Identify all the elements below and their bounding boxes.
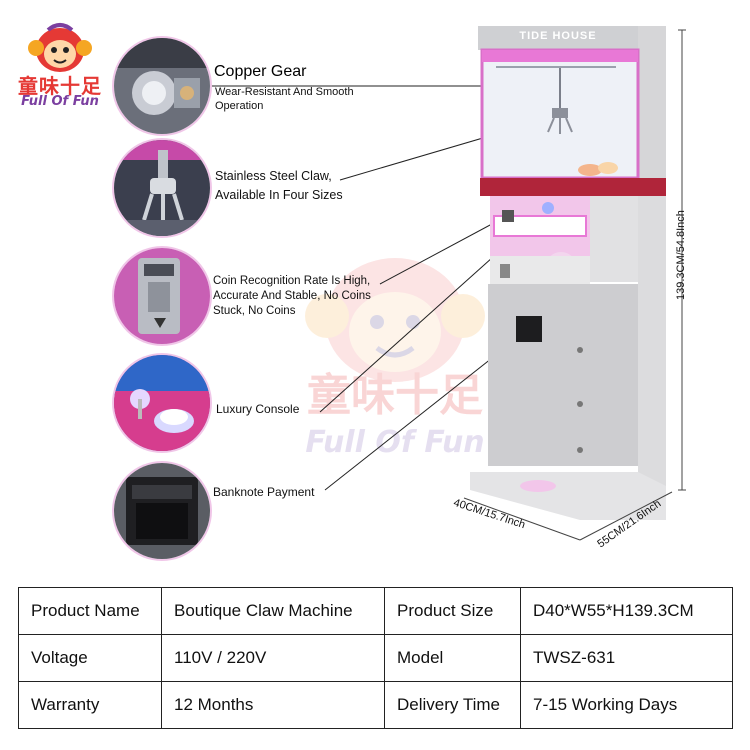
- spec-value: TWSZ-631: [520, 634, 733, 682]
- feature-text-banknote-payment: Banknote Payment: [213, 485, 315, 499]
- console-photo: [114, 355, 210, 451]
- table-row: Voltage 110V / 220V Model TWSZ-631: [18, 634, 733, 682]
- feature-text-coin-recognition: Coin Recognition Rate Is High, Accurate …: [213, 275, 371, 317]
- spec-label: Warranty: [18, 681, 162, 729]
- feature-subtitle-copper-gear: Wear-Resistant And Smooth Operation: [215, 86, 354, 112]
- coin-acceptor-photo: [114, 248, 210, 344]
- machine-sign: TIDE HOUSE: [519, 30, 597, 42]
- steel-claw-photo: [114, 140, 210, 236]
- spec-label: Voltage: [18, 634, 162, 682]
- spec-label: Delivery Time: [384, 681, 521, 729]
- claw-machine-illustration: TIDE HOUSE: [440, 20, 700, 560]
- feature-text-steel-claw: Stainless Steel Claw, Available In Four …: [215, 169, 343, 202]
- spec-label: Product Name: [18, 587, 162, 635]
- table-row: Warranty 12 Months Delivery Time 7-15 Wo…: [18, 681, 733, 729]
- spec-value: Boutique Claw Machine: [161, 587, 385, 635]
- spec-value: 7-15 Working Days: [520, 681, 733, 729]
- banknote-acceptor-photo: [114, 463, 210, 559]
- svg-text:Full Of Fun: Full Of Fun: [305, 425, 484, 460]
- dimension-height: 139.3CM/54.8Inch: [675, 210, 687, 300]
- watermark-logo: 童味十足 Full Of Fun: [265, 230, 525, 470]
- spec-value: 12 Months: [161, 681, 385, 729]
- brand-logo: 童味十足 Full Of Fun: [10, 18, 110, 109]
- feature-text-luxury-console: Luxury Console: [216, 402, 300, 416]
- spec-value: 110V / 220V: [161, 634, 385, 682]
- copper-gear-photo: [114, 38, 210, 134]
- spec-table: Product Name Boutique Claw Machine Produ…: [18, 587, 733, 729]
- spec-value: D40*W55*H139.3CM: [520, 587, 733, 635]
- logo-chinese-text: 童味十足: [18, 74, 102, 98]
- feature-title-copper-gear: Copper Gear: [214, 63, 307, 80]
- logo-english-text: Full Of Fun: [21, 94, 99, 109]
- svg-text:童味十足: 童味十足: [307, 370, 483, 421]
- monkey-icon: [28, 23, 92, 72]
- spec-label: Model: [384, 634, 521, 682]
- table-row: Product Name Boutique Claw Machine Produ…: [18, 587, 733, 635]
- spec-label: Product Size: [384, 587, 521, 635]
